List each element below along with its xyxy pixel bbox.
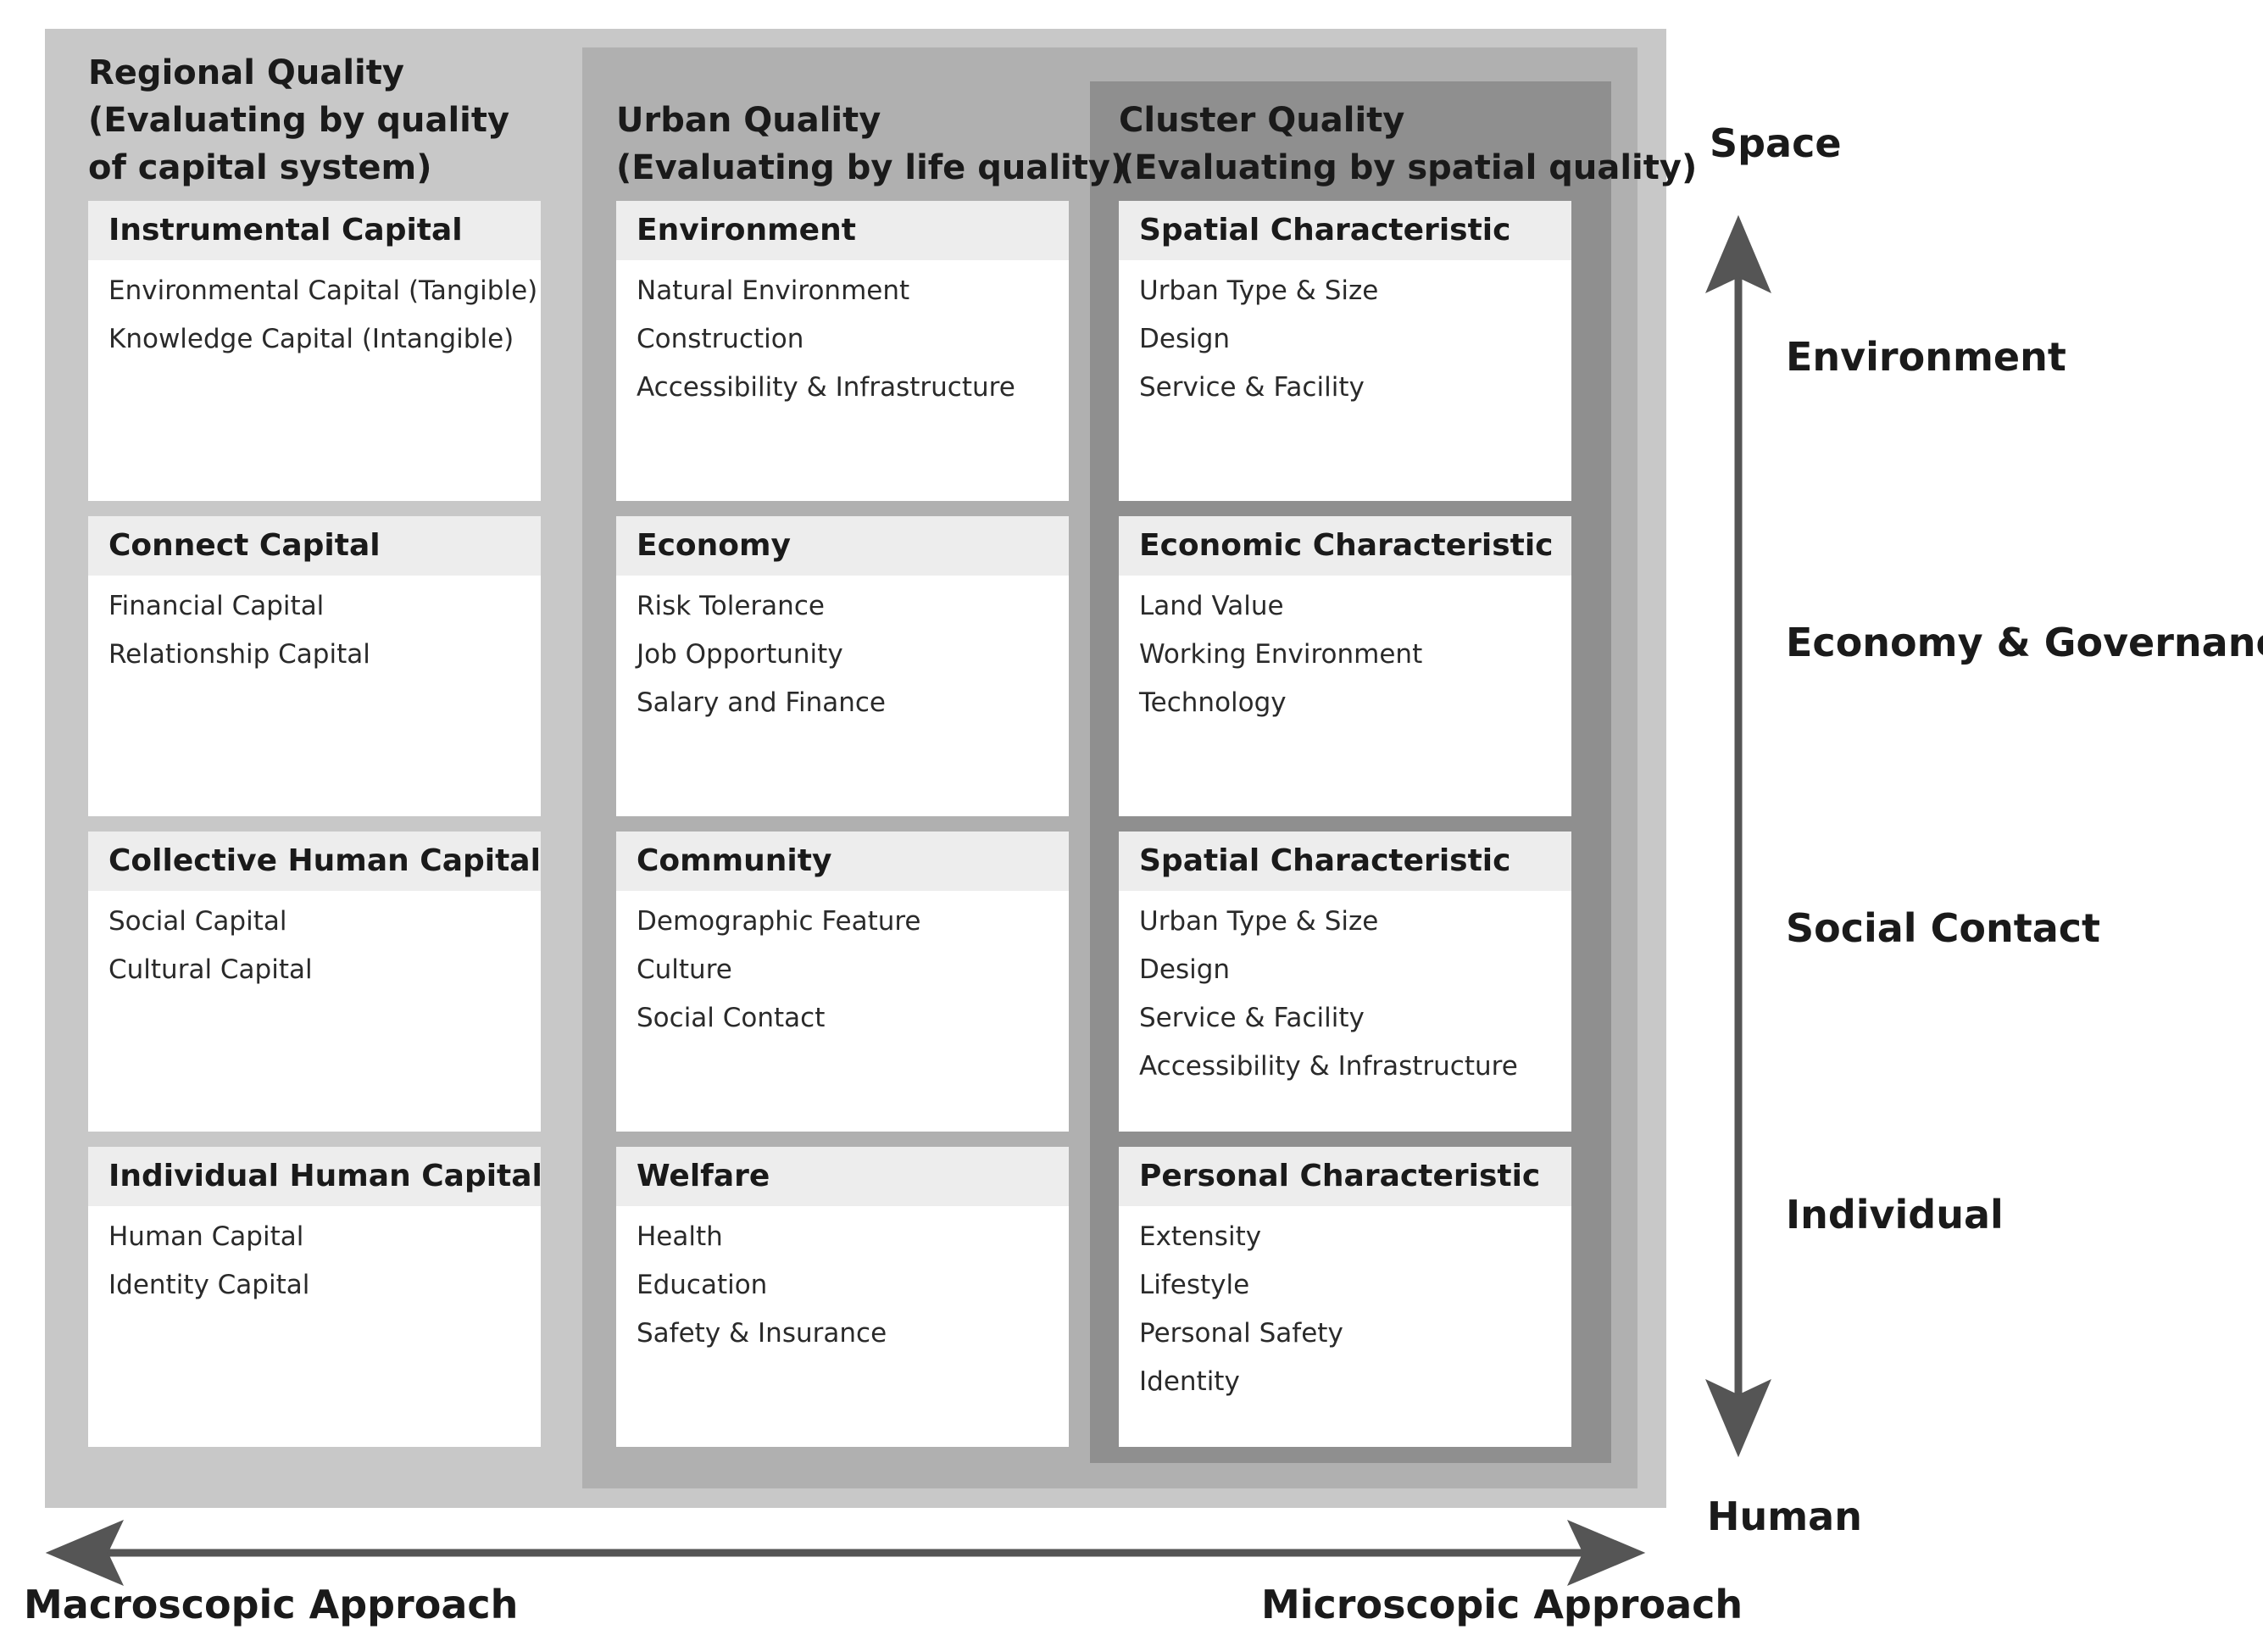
card-item: Job Opportunity (637, 639, 843, 670)
horizontal-double-arrow (45, 1520, 1646, 1586)
card-item: Natural Environment (637, 275, 910, 306)
card-item: Salary and Finance (637, 687, 887, 718)
card-item: Culture (637, 954, 732, 985)
card-item: Cultural Capital (108, 954, 313, 985)
card-item: Lifestyle (1139, 1270, 1250, 1300)
card-item: Design (1139, 954, 1231, 985)
card-item: Safety & Insurance (637, 1318, 887, 1349)
card-item: Identity (1139, 1366, 1240, 1397)
card-item: Working Environment (1139, 639, 1423, 670)
card-item: Relationship Capital (108, 639, 370, 670)
card-heading: Individual Human Capital (88, 1147, 542, 1206)
card-heading: Collective Human Capital (88, 832, 541, 891)
card-item: Urban Type & Size (1139, 275, 1379, 306)
card-heading: Connect Capital (88, 516, 541, 576)
card-item: Social Capital (108, 906, 287, 937)
card-item: Technology (1139, 687, 1287, 718)
card-item: Urban Type & Size (1139, 906, 1379, 937)
card-heading: Spatial Characteristic (1119, 201, 1571, 260)
card-heading: Instrumental Capital (88, 201, 541, 260)
card-heading: Economy (616, 516, 1069, 576)
card-item: Accessibility & Infrastructure (637, 372, 1015, 403)
card-item: Education (637, 1270, 768, 1300)
card-item: Service & Facility (1139, 372, 1365, 403)
card-heading: Economic Characteristic (1119, 516, 1571, 576)
card-heading: Spatial Characteristic (1119, 832, 1571, 891)
card-heading: Welfare (616, 1147, 1069, 1206)
card-item: Environmental Capital (Tangible) (108, 275, 538, 306)
card-item: Service & Facility (1139, 1003, 1365, 1033)
cluster-quality-title: Cluster Quality (Evaluating by spatial q… (1119, 101, 1698, 187)
card-item: Design (1139, 324, 1231, 354)
card-item: Extensity (1139, 1221, 1262, 1252)
card-item: Identity Capital (108, 1270, 310, 1300)
card-item: Knowledge Capital (Intangible) (108, 324, 514, 354)
card-item: Personal Safety (1139, 1318, 1343, 1349)
card-item: Human Capital (108, 1221, 304, 1252)
axis-label-space: Space (1710, 120, 1842, 166)
card-heading: Community (616, 832, 1069, 891)
card-item: Land Value (1139, 591, 1284, 621)
card-item: Financial Capital (108, 591, 325, 621)
card-item: Health (637, 1221, 723, 1252)
dimension-label-environment: Environment (1786, 334, 2066, 380)
axis-label-macroscopic: Macroscopic Approach (24, 1582, 519, 1627)
card-heading: Environment (616, 201, 1069, 260)
axis-label-microscopic: Microscopic Approach (1261, 1582, 1743, 1627)
axis-label-human: Human (1707, 1493, 1862, 1539)
card-item: Demographic Feature (637, 906, 921, 937)
card-item: Social Contact (637, 1003, 826, 1033)
card-heading: Personal Characteristic (1119, 1147, 1571, 1206)
dimension-label-economy-governance: Economy & Governance (1786, 620, 2263, 665)
card-item: Accessibility & Infrastructure (1139, 1051, 1518, 1082)
regional-quality-title: Regional Quality (Evaluating by quality … (88, 53, 510, 187)
dimension-label-social-contact: Social Contact (1786, 905, 2100, 951)
card-item: Construction (637, 324, 804, 354)
dimension-label-individual: Individual (1786, 1192, 2004, 1238)
card-item-list: Environmental Capital (Tangible) Knowledg… (88, 260, 541, 364)
urban-quality-title: Urban Quality (Evaluating by life qualit… (616, 101, 1126, 187)
card-item: Risk Tolerance (637, 591, 825, 621)
vertical-double-arrow (1705, 214, 1771, 1458)
